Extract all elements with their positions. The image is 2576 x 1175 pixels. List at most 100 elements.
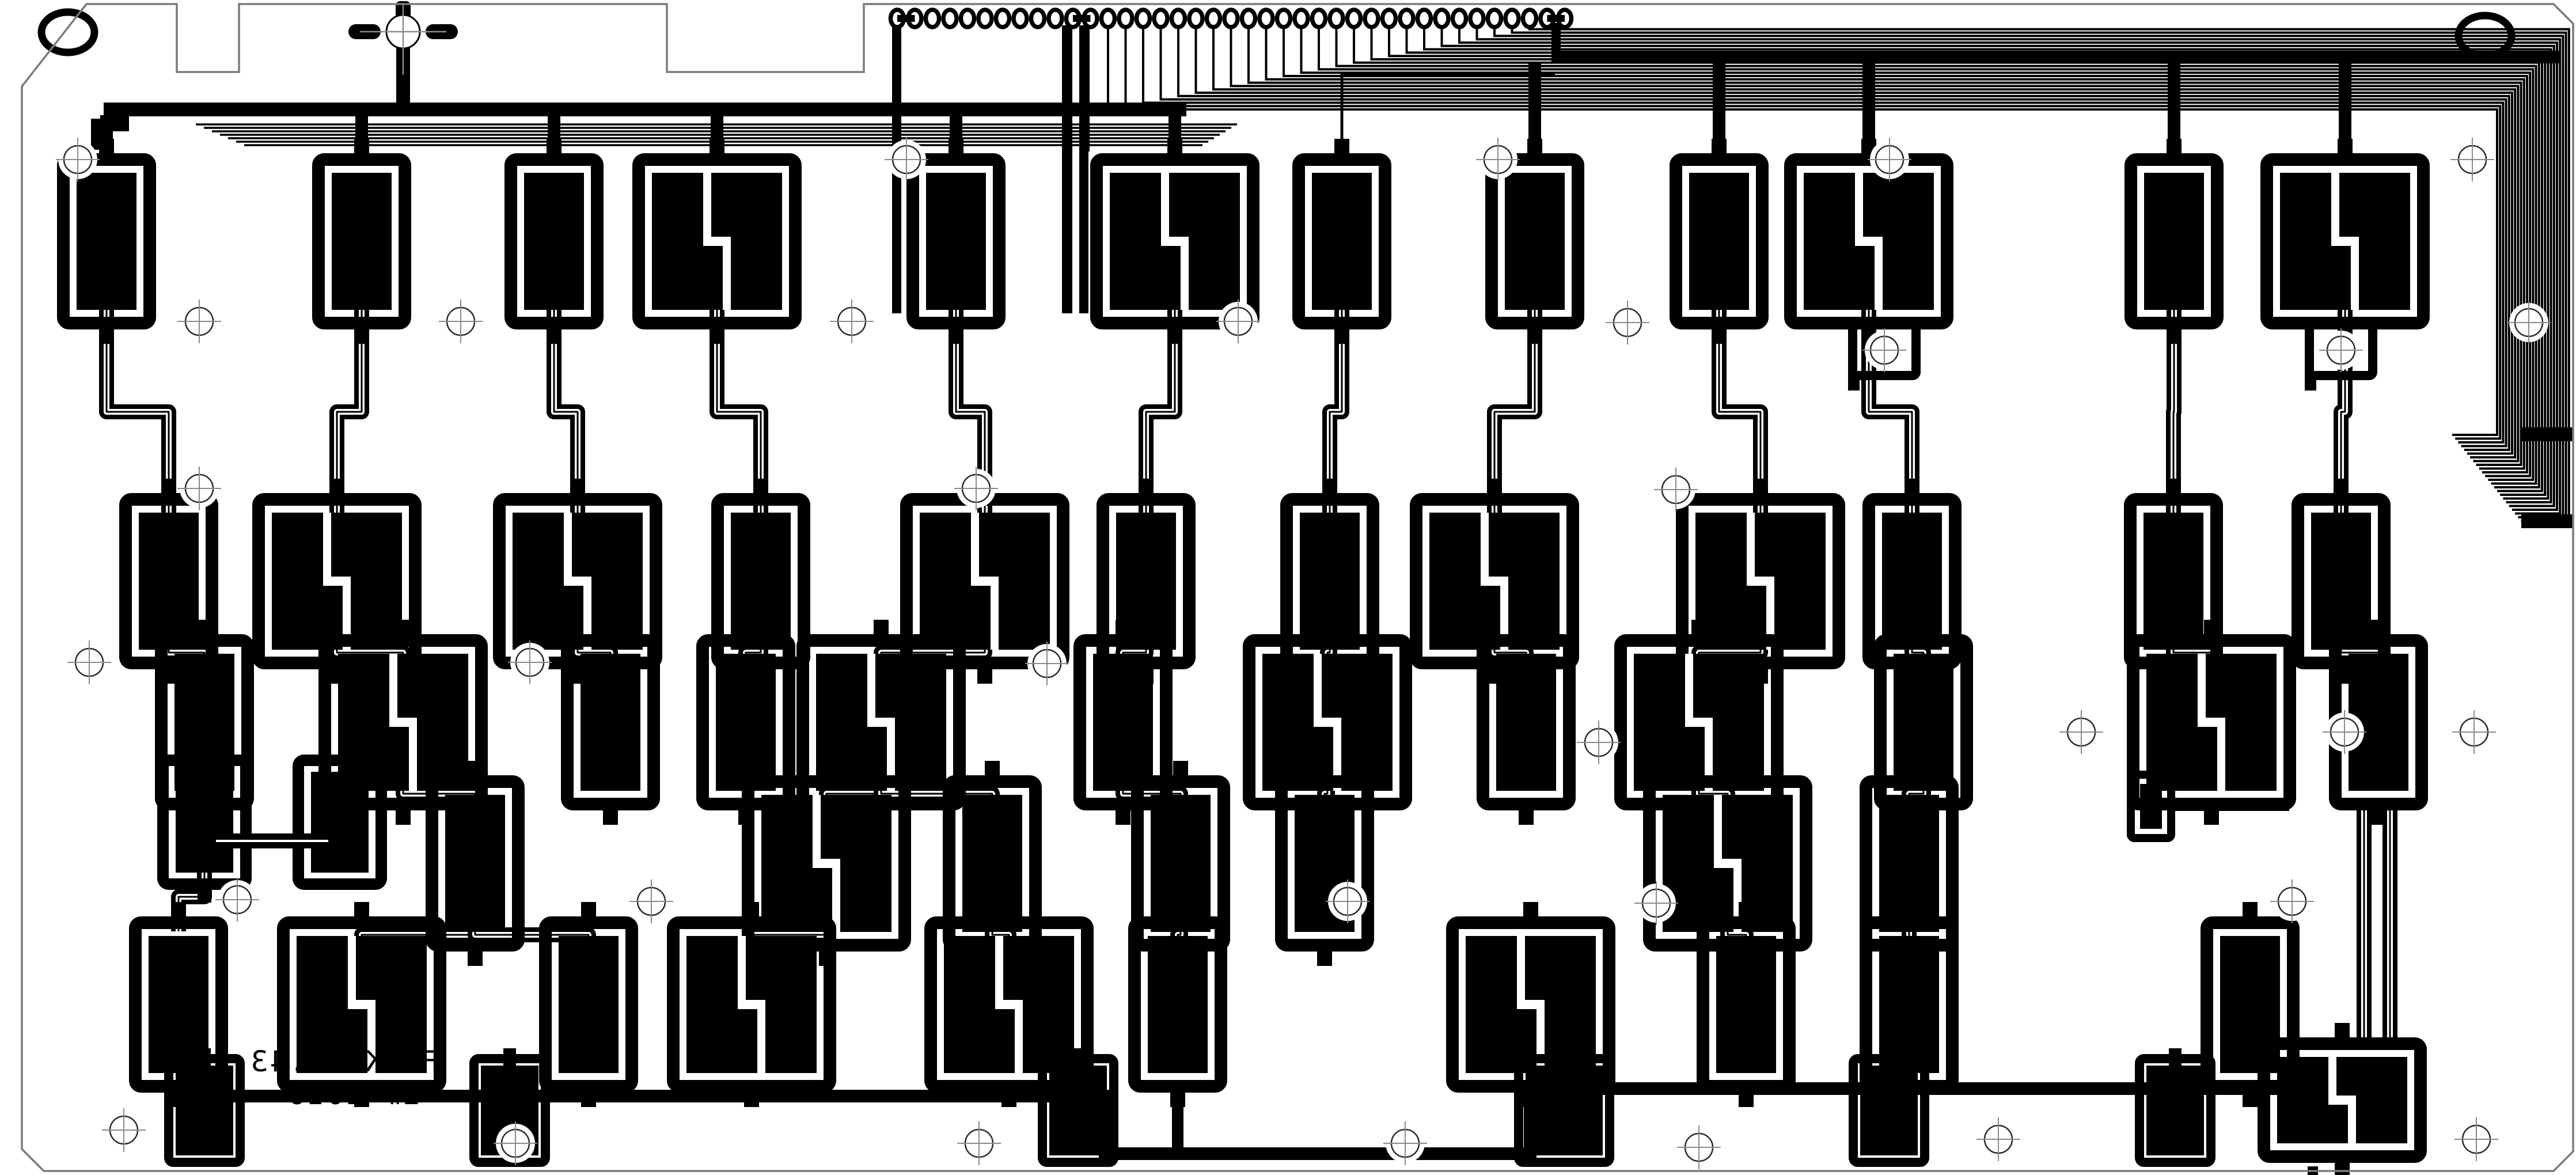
switch-footprint — [1485, 139, 1584, 344]
bottom-connector-pad — [1514, 1048, 1614, 1167]
footprint-stub — [570, 479, 585, 501]
pin-fan-trace — [1458, 27, 2558, 511]
footprint-stub — [1320, 620, 1335, 642]
switch-footprint — [2292, 479, 2391, 684]
pin-trace-thick — [1551, 23, 1561, 58]
via-crosshair — [2059, 710, 2103, 754]
pad-gap — [389, 718, 417, 727]
connector-pin — [1187, 7, 1205, 29]
via-cross — [508, 640, 552, 684]
footprint-stub — [396, 620, 411, 642]
bottom-connector-pad — [2135, 1048, 2215, 1167]
footprint-stub — [819, 761, 834, 783]
switch-footprint — [493, 479, 662, 684]
connector-pin — [1046, 7, 1064, 29]
pad-gap — [2331, 173, 2339, 239]
footprint-stub — [354, 902, 369, 924]
via-cross — [1862, 328, 1906, 372]
footprint-stub — [468, 944, 483, 966]
pad-gap — [348, 936, 356, 1002]
via-crosshair — [102, 1108, 146, 1152]
connector-pin — [1222, 7, 1240, 29]
row1-up-stub — [1713, 62, 1725, 147]
footprint-stub — [949, 139, 963, 161]
footprint-stub — [2243, 902, 2258, 924]
pad-gap — [867, 654, 875, 720]
silkscreen-text-line2: i# 2016 — [287, 1078, 420, 1111]
pad-gap — [813, 859, 840, 868]
pad-gap — [1747, 577, 1774, 586]
board-outline — [21, 3, 2574, 1172]
l-bar-footprint — [157, 755, 387, 903]
connector-pin — [1257, 7, 1275, 29]
via-crosshair — [2323, 710, 2366, 754]
switch-footprint — [1128, 902, 1227, 1107]
pin-fan-trace — [1247, 27, 2522, 466]
switch-pad — [524, 173, 584, 310]
via-crosshair — [1326, 880, 1369, 923]
footprint-stub — [744, 1085, 759, 1107]
connector-pin — [1011, 7, 1029, 29]
via-cross — [2450, 138, 2494, 181]
switch-pad — [1882, 513, 1942, 650]
pad-gap — [738, 1000, 765, 1009]
bus-trace — [1099, 1147, 1537, 1160]
via-cross — [177, 467, 221, 510]
footprint-stub — [354, 1085, 369, 1107]
footprint-stub — [1167, 139, 1182, 161]
footprint-stub — [2167, 139, 2182, 161]
footprint-stub — [547, 322, 562, 344]
footprint-stub — [396, 803, 411, 825]
via-crosshair — [2452, 710, 2496, 754]
via-cross — [215, 878, 259, 922]
pad-gap — [367, 1007, 375, 1073]
pad-gap — [1181, 244, 1189, 310]
footprint-stub — [985, 761, 1000, 783]
via-cross — [2270, 880, 2314, 923]
connector-pin — [1398, 7, 1416, 29]
switch-footprint — [277, 902, 446, 1107]
pad-gap — [583, 583, 591, 650]
connector-pin — [1345, 7, 1363, 29]
annotation-layer: FSSK v0.43i# 2016 — [21, 3, 2574, 1172]
footprint-stub — [1173, 761, 1188, 783]
via-crosshair — [1606, 301, 1649, 344]
switch-pad — [2144, 173, 2204, 310]
footprint-stub — [354, 139, 369, 161]
footprint-stub — [1916, 620, 1931, 642]
footprint-stub — [354, 322, 369, 344]
pad-gap — [2351, 244, 2359, 310]
switch-footprint — [155, 620, 254, 825]
via-crosshair — [629, 880, 673, 923]
via-cross — [2507, 301, 2551, 344]
pad-gap — [971, 513, 979, 579]
pad-gap — [1314, 654, 1322, 720]
pad-gap — [887, 725, 895, 791]
t-stub-bar — [2171, 802, 2289, 811]
footprint-stub — [1523, 902, 1538, 924]
via-cross — [1976, 1117, 2020, 1161]
via-crosshair — [2507, 301, 2551, 344]
switch-pad — [2220, 936, 2280, 1073]
footprint-stub — [2166, 479, 2181, 501]
via-crosshair — [1976, 1117, 2020, 1161]
via-crosshair — [2270, 880, 2314, 923]
pad-gap — [1481, 513, 1489, 579]
connector-pin — [923, 7, 942, 29]
footprint-stub — [1527, 139, 1542, 161]
via-cross — [1868, 138, 1911, 181]
t-stub-pad — [2127, 771, 2289, 842]
switch-footprint — [1697, 902, 1796, 1107]
row1-up-stub — [2339, 62, 2351, 147]
connector-pin — [1117, 7, 1135, 29]
silkscreen-text-line1: FSSK v0.43 — [249, 1045, 439, 1078]
connector-pin — [1485, 7, 1504, 29]
footprint-stub — [1691, 620, 1706, 642]
footprint-stub — [2169, 1048, 2182, 1068]
pad-gap — [389, 654, 397, 720]
footprint-stub — [949, 322, 963, 344]
pin-fan-trace — [1423, 27, 2552, 503]
pad-gap — [348, 1000, 375, 1009]
connector-pin — [1503, 7, 1521, 29]
switch-footprint — [561, 620, 660, 825]
